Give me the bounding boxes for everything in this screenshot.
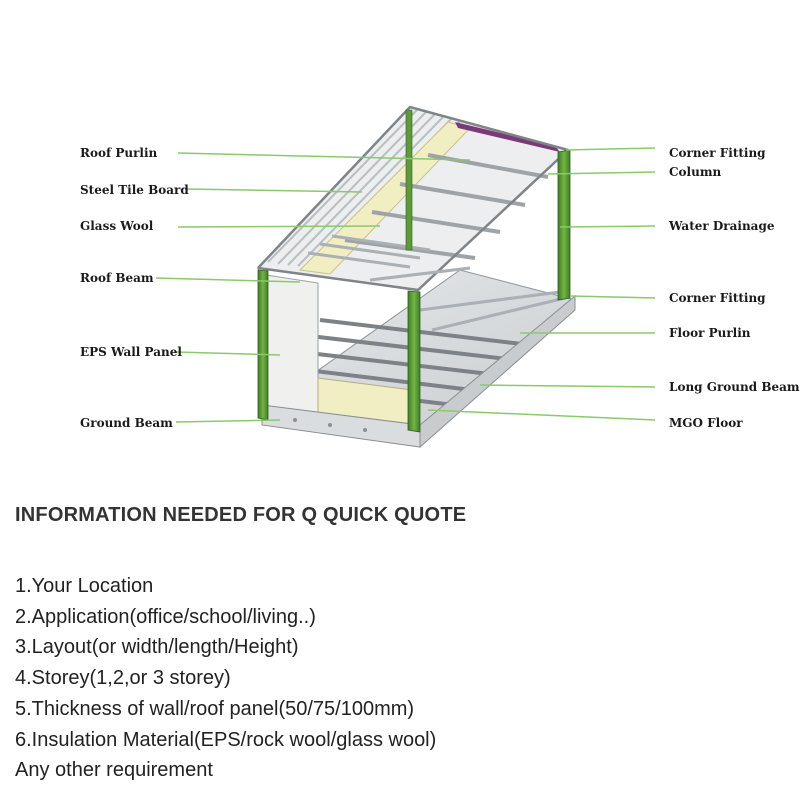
frame-columns (257, 109, 571, 433)
quote-info-title: INFORMATION NEEDED FOR Q QUICK QUOTE (15, 504, 467, 526)
label-ground-beam: Ground Beam (80, 416, 173, 430)
quote-requirements-list: 1.Your Location 2.Application(office/sch… (15, 571, 436, 786)
column-back-left (405, 109, 413, 251)
quote-info-section: INFORMATION NEEDED FOR Q QUICK QUOTE 1.Y… (0, 480, 800, 800)
column-back-right (557, 149, 571, 301)
ceiling-purlins (307, 234, 471, 282)
container-house-diagram: Roof Purlin Steel Tile Board Glass Wool … (80, 105, 800, 449)
list-item: 4.Storey(1,2,or 3 storey) (15, 667, 231, 690)
list-item: 3.Layout(or width/length/Height) (15, 636, 299, 659)
leader-lines (155, 147, 656, 423)
roof-beam (257, 105, 569, 292)
list-item: 1.Your Location (15, 575, 154, 597)
container-house-illustration (155, 105, 656, 449)
label-steel-tile-board: Steel Tile Board (80, 183, 189, 197)
label-eps-wall-panel: EPS Wall Panel (80, 345, 182, 359)
list-item: 5.Thickness of wall/roof panel(50/75/100… (15, 697, 415, 720)
list-item: 2.Application(office/school/living..) (15, 605, 316, 628)
label-corner-fitting-top: Corner Fitting (669, 146, 766, 160)
label-column: Column (669, 165, 722, 179)
label-roof-purlin: Roof Purlin (80, 146, 158, 160)
label-mgo-floor: MGO Floor (669, 416, 743, 430)
column-front-left (257, 269, 269, 421)
label-glass-wool: Glass Wool (80, 219, 154, 233)
label-water-drainage: Water Drainage (669, 219, 775, 233)
roof-edge-strip (455, 122, 560, 152)
label-long-ground-beam: Long Ground Beam (669, 380, 800, 394)
floor-rails (419, 290, 566, 332)
label-roof-beam: Roof Beam (80, 271, 154, 285)
label-floor-purlin: Floor Purlin (669, 326, 751, 340)
list-item: 6.Insulation Material(EPS/rock wool/glas… (15, 728, 437, 751)
column-front-right (407, 290, 421, 433)
label-corner-fitting-bottom: Corner Fitting (669, 291, 766, 305)
list-item: Any other requirement (15, 759, 213, 782)
